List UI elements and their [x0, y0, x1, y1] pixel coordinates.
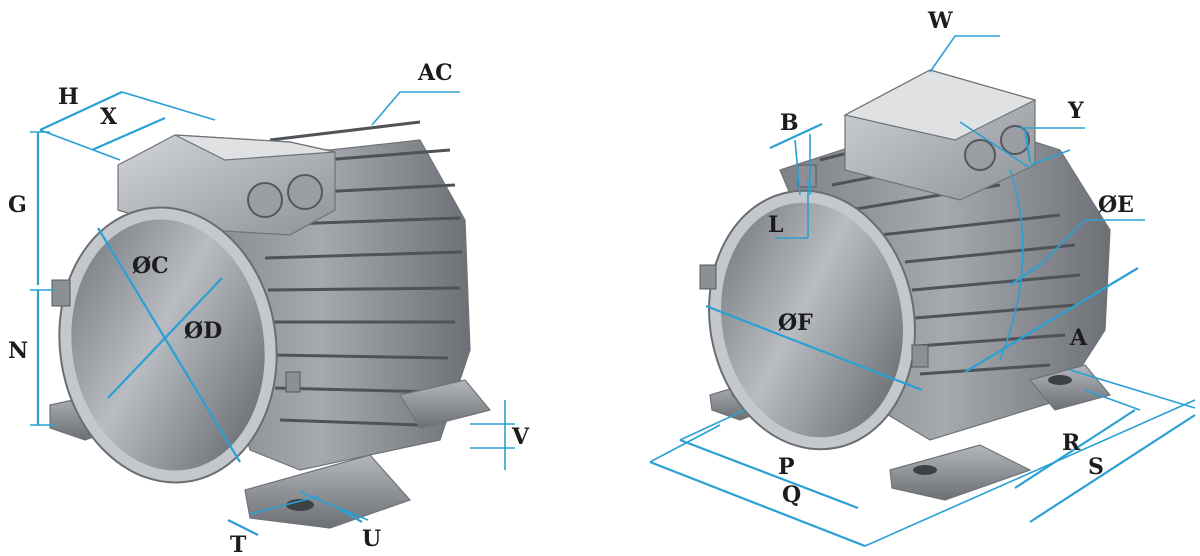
- label-OD: ØD: [184, 318, 222, 344]
- label-U: U: [362, 526, 381, 552]
- label-L: L: [768, 212, 783, 238]
- label-B: B: [780, 110, 799, 136]
- label-AC: AC: [417, 60, 453, 86]
- label-OE: ØE: [1098, 192, 1134, 218]
- right-bore: [721, 202, 903, 438]
- left-cable-gland-2: [287, 174, 323, 210]
- label-OF: ØF: [778, 310, 813, 336]
- right-cable-gland-1: [964, 139, 996, 171]
- left-housing: [49, 120, 492, 529]
- left-cooling-fins: [261, 120, 463, 427]
- label-OC: ØC: [132, 253, 169, 279]
- right-dimension-labels: W B Y L ØE ØF A P Q R S: [768, 8, 1134, 508]
- left-dimension-lines: [30, 91, 515, 536]
- right-dimension-lines: [649, 35, 1196, 548]
- label-X: X: [100, 104, 118, 130]
- label-N: N: [8, 338, 28, 364]
- left-foot-front: [244, 454, 412, 529]
- right-housing: [699, 69, 1112, 501]
- label-W: W: [927, 8, 953, 34]
- label-Q: Q: [782, 482, 801, 508]
- label-V: V: [511, 424, 530, 450]
- left-cable-gland-1: [247, 182, 283, 218]
- left-dimension-labels: H X AC G ØC ØD N V T U: [8, 60, 530, 556]
- right-foot-front: [889, 444, 1032, 501]
- label-A: A: [1069, 325, 1088, 351]
- label-G: G: [8, 192, 27, 218]
- label-P: P: [778, 454, 795, 480]
- right-cable-gland-2: [1000, 125, 1030, 155]
- label-T: T: [230, 532, 247, 556]
- label-Y: Y: [1067, 98, 1084, 124]
- label-R: R: [1062, 430, 1081, 456]
- label-S: S: [1088, 454, 1104, 480]
- label-H: H: [58, 84, 79, 110]
